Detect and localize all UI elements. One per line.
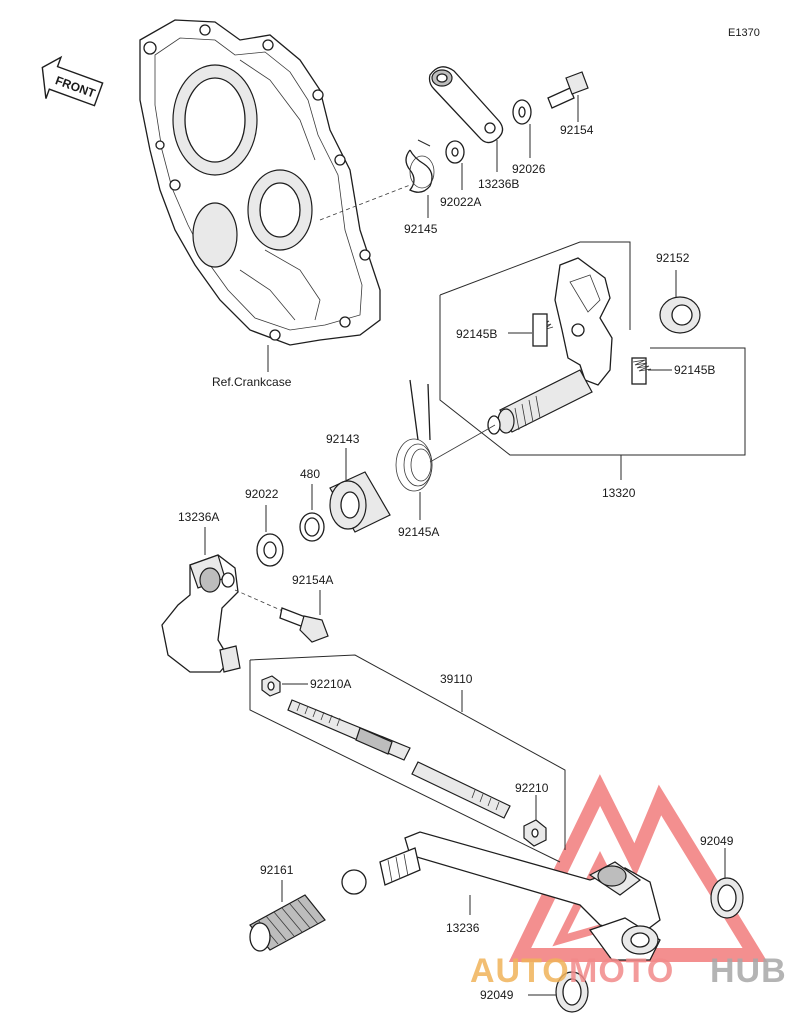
watermark-hub: HUB: [710, 952, 787, 990]
washer-92022-part: [256, 533, 284, 567]
ref-crankcase-label: Ref.Crankcase: [212, 375, 292, 389]
front-arrow: FRONT: [41, 55, 104, 107]
label-39110: 39110: [440, 672, 473, 686]
label-92049-top: 92049: [700, 834, 734, 848]
watermark-moto: MOTO: [569, 952, 674, 990]
watermark-text: AUTO MOTO HUB: [470, 952, 787, 990]
guide-line-shaft: [429, 424, 496, 463]
seal-92049-top-part: [710, 877, 744, 919]
label-92022A: 92022A: [440, 195, 481, 209]
guide-line-crankcase: [319, 184, 411, 221]
bracket-39110: [249, 654, 566, 863]
bolt-92154-part: [547, 71, 589, 109]
label-92210: 92210: [515, 781, 549, 795]
label-13320: 13320: [602, 486, 636, 500]
nut-92210-part: [523, 819, 547, 847]
label-13236: 13236: [446, 921, 480, 935]
label-13236B: 13236B: [478, 177, 519, 191]
nut-92210A-part: [261, 675, 281, 697]
label-92152: 92152: [656, 251, 690, 265]
bracket-13320: [439, 241, 746, 456]
collar-92143-part: [329, 471, 391, 533]
spring-92145B-left-part: [532, 313, 554, 347]
circlip-480-part: [299, 512, 325, 542]
label-92026: 92026: [512, 162, 546, 176]
label-92145B-left: 92145B: [456, 327, 497, 341]
bolt-92154A-part: [234, 589, 329, 643]
label-92145B-right: 92145B: [674, 363, 715, 377]
seal-92049-bottom-part: [555, 971, 589, 1013]
diagram-code: E1370: [728, 27, 760, 39]
label-92210A: 92210A: [310, 677, 351, 691]
crankcase-part: [139, 19, 381, 346]
pedal-rubber-92161-part: [249, 894, 326, 952]
label-92145A: 92145A: [398, 525, 439, 539]
arm-13236A-part: [161, 554, 241, 673]
washer-92022A-part: [445, 140, 465, 164]
shift-shaft-13320-part: [487, 257, 613, 435]
pedal-lever-13236-part: [341, 831, 661, 961]
label-480: 480: [300, 467, 320, 481]
watermark-auto: AUTO: [470, 952, 570, 990]
label-92161: 92161: [260, 863, 294, 877]
label-92154A: 92154A: [292, 573, 333, 587]
spring-92145A-part: [395, 379, 433, 492]
label-92022: 92022: [245, 487, 279, 501]
label-13236A: 13236A: [178, 510, 219, 524]
spring-92145-part: [405, 139, 435, 193]
label-92049-bottom: 92049: [480, 988, 514, 1002]
label-92145: 92145: [404, 222, 438, 236]
tie-rod-39110-part: [287, 699, 511, 819]
collar-92152-part: [659, 296, 701, 334]
spring-92145B-right-part: [631, 357, 652, 385]
washer-92026-part: [512, 99, 532, 125]
arm-13236B-part: [428, 66, 504, 144]
label-92154: 92154: [560, 123, 594, 137]
label-92143: 92143: [326, 432, 360, 446]
